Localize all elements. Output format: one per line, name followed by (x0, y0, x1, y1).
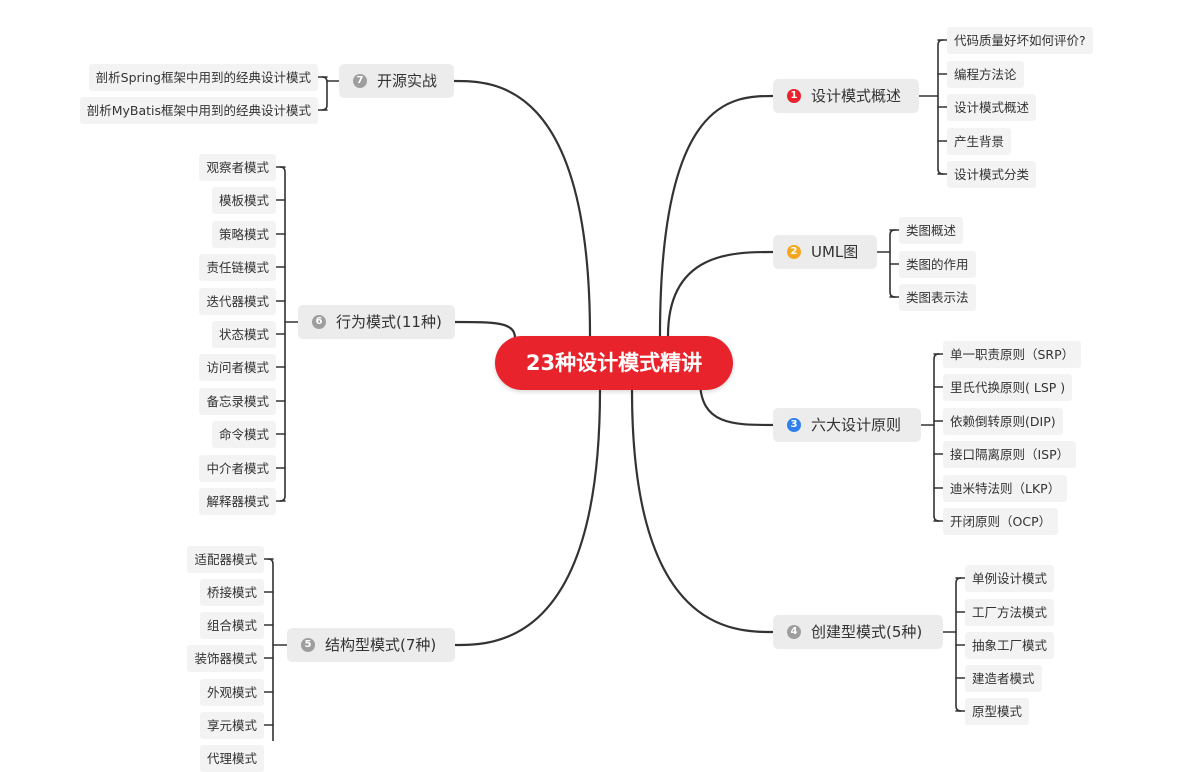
leaf-topic[interactable]: 编程方法论 (947, 61, 1024, 88)
connector-b5 (453, 388, 602, 647)
leaf-topic[interactable]: 原型模式 (965, 698, 1030, 725)
leaf-topic[interactable]: 设计模式概述 (947, 94, 1037, 121)
leaf-topic[interactable]: 组合模式 (199, 612, 264, 639)
leaf-topic[interactable]: 设计模式分类 (947, 161, 1037, 188)
central-topic[interactable]: 23种设计模式精讲 (495, 336, 733, 390)
leaf-topic[interactable]: 迪米特法则（LKP） (943, 475, 1068, 502)
leaf-topic[interactable]: 代理模式 (199, 745, 264, 772)
branch-number-badge: 1 (787, 89, 801, 103)
leaf-topic[interactable]: 解释器模式 (199, 488, 276, 515)
branch-number-badge: 6 (312, 315, 326, 329)
leaf-topic[interactable]: 迭代器模式 (199, 288, 276, 315)
connector-b6 (453, 320, 517, 340)
branch-b1[interactable]: 1 设计模式概述 (773, 79, 919, 113)
leaf-topic[interactable]: 适配器模式 (187, 546, 264, 573)
branch-label: 创建型模式(5种) (811, 623, 923, 641)
branch-b6[interactable]: 6 行为模式(11种) (298, 305, 455, 339)
leaf-topic[interactable]: 观察者模式 (199, 154, 276, 181)
branch-number-badge: 4 (787, 625, 801, 639)
leaf-topic[interactable]: 单一职责原则（SRP） (943, 341, 1082, 368)
connector-lines (263, 39, 966, 741)
leaf-topic[interactable]: 抽象工厂模式 (965, 632, 1055, 659)
branch-number-badge: 2 (787, 245, 801, 259)
leaf-topic[interactable]: 里氏代换原则( LSP ) (943, 374, 1073, 401)
connector-b4 (630, 388, 775, 634)
leaf-topic[interactable]: 开闭原则（OCP） (943, 508, 1059, 535)
leaf-topic[interactable]: 中介者模式 (199, 455, 276, 482)
leaf-topic[interactable]: 工厂方法模式 (965, 599, 1055, 626)
branch-number-badge: 7 (353, 74, 367, 88)
leaf-topic[interactable]: 代码质量好坏如何评价? (947, 27, 1093, 54)
leaf-topic[interactable]: 桥接模式 (199, 579, 264, 606)
leaf-topic[interactable]: 依赖倒转原则(DIP) (943, 408, 1063, 435)
branch-number-badge: 3 (787, 418, 801, 432)
branch-label: 行为模式(11种) (336, 313, 442, 331)
branch-label: 六大设计原则 (811, 416, 902, 434)
leaf-topic[interactable]: 策略模式 (211, 221, 276, 248)
connector-b1 (658, 94, 775, 338)
branch-b5[interactable]: 5 结构型模式(7种) (287, 628, 455, 662)
leaf-topic[interactable]: 访问者模式 (199, 354, 276, 381)
leaf-topic[interactable]: 剖析MyBatis框架中用到的经典设计模式 (79, 97, 318, 124)
leaf-topic[interactable]: 命令模式 (211, 421, 276, 448)
leaf-topic[interactable]: 产生背景 (947, 128, 1012, 155)
leaf-topic[interactable]: 接口隔离原则（ISP） (943, 441, 1077, 468)
connector-b2 (666, 250, 775, 338)
leaf-topic[interactable]: 剖析Spring框架中用到的经典设计模式 (88, 64, 318, 91)
leaf-topic[interactable]: 装饰器模式 (187, 645, 264, 672)
branch-label: 开源实战 (377, 72, 438, 90)
leaf-topic[interactable]: 类图表示法 (899, 284, 976, 311)
branch-label: 结构型模式(7种) (325, 636, 437, 654)
leaf-topic[interactable]: 建造者模式 (965, 665, 1042, 692)
leaf-topic[interactable]: 类图概述 (899, 217, 964, 244)
branch-number-badge: 5 (301, 638, 315, 652)
leaf-topic[interactable]: 备忘录模式 (199, 388, 276, 415)
leaf-topic[interactable]: 外观模式 (199, 679, 264, 706)
leaf-topic[interactable]: 类图的作用 (899, 251, 976, 278)
branch-b2[interactable]: 2 UML图 (773, 235, 877, 269)
branch-label: UML图 (811, 243, 859, 261)
connector-b7 (452, 79, 592, 338)
leaf-topic[interactable]: 状态模式 (211, 321, 276, 348)
branch-b3[interactable]: 3 六大设计原则 (773, 408, 921, 442)
leaf-topic[interactable]: 单例设计模式 (965, 565, 1055, 592)
branch-b7[interactable]: 7 开源实战 (339, 64, 454, 98)
branch-b4[interactable]: 4 创建型模式(5种) (773, 615, 943, 649)
leaf-topic[interactable]: 享元模式 (199, 712, 264, 739)
connector-b3 (698, 378, 775, 427)
branch-label: 设计模式概述 (811, 87, 902, 105)
leaf-topic[interactable]: 模板模式 (211, 187, 276, 214)
leaf-topic[interactable]: 责任链模式 (199, 254, 276, 281)
